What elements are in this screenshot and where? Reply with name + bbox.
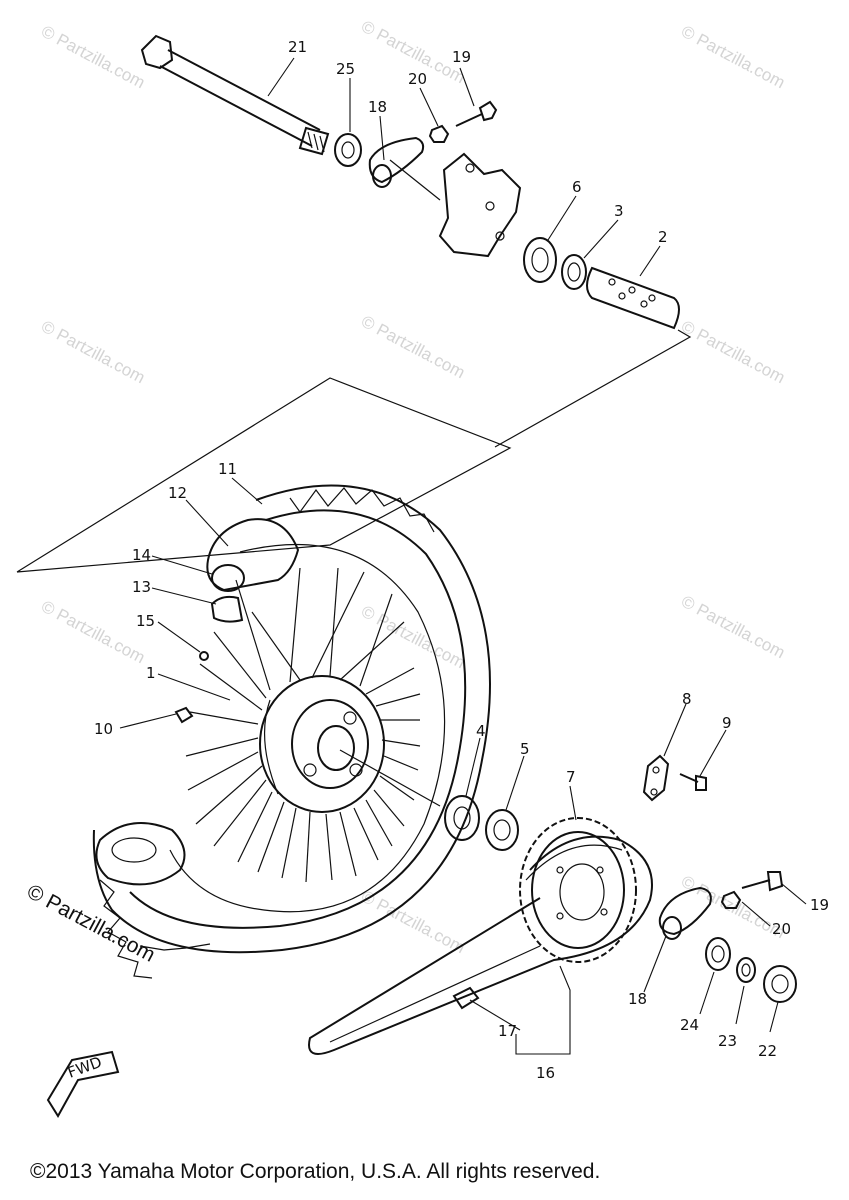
bolt-lower bbox=[741, 871, 784, 892]
callout-11: 11 bbox=[218, 460, 237, 478]
joint-plate bbox=[642, 754, 670, 802]
collar-lower bbox=[705, 937, 731, 971]
leader-lines bbox=[119, 57, 807, 1055]
callout-13: 13 bbox=[132, 578, 151, 596]
watermark: © Partzilla.com bbox=[678, 592, 788, 663]
callout-22: 22 bbox=[758, 1042, 777, 1060]
chain-puller-lower bbox=[658, 886, 712, 940]
callout-15: 15 bbox=[136, 612, 155, 630]
spokes bbox=[185, 567, 421, 883]
callout-21: 21 bbox=[288, 38, 307, 56]
bolt-plate bbox=[679, 773, 707, 791]
master-link bbox=[452, 986, 480, 1010]
axle bbox=[140, 34, 330, 156]
bearing-upper bbox=[523, 237, 557, 283]
washer-lower bbox=[736, 957, 756, 983]
callout-8: 8 bbox=[682, 690, 692, 708]
callout-25: 25 bbox=[336, 60, 355, 78]
spacer bbox=[586, 266, 680, 330]
copyright-notice: ©2013 Yamaha Motor Corporation, U.S.A. A… bbox=[30, 1160, 601, 1183]
collar bbox=[334, 133, 362, 167]
watermark: © Partzilla.com bbox=[678, 22, 788, 93]
callout-18-lower: 18 bbox=[628, 990, 647, 1008]
axis-line bbox=[339, 749, 441, 807]
callout-23: 23 bbox=[718, 1032, 737, 1050]
callout-17: 17 bbox=[498, 1022, 517, 1040]
callout-19: 19 bbox=[452, 48, 471, 66]
callout-12: 12 bbox=[168, 484, 187, 502]
rear-wheel bbox=[92, 484, 491, 979]
watermark: © Partzilla.com bbox=[38, 597, 148, 668]
watermark: © Partzilla.com bbox=[678, 317, 788, 388]
callout-16: 16 bbox=[536, 1064, 555, 1082]
watermark: © Partzilla.com bbox=[358, 602, 468, 673]
nut-lower bbox=[720, 890, 742, 909]
callout-18: 18 bbox=[368, 98, 387, 116]
callout-4: 4 bbox=[476, 722, 486, 740]
brake-bracket bbox=[438, 152, 522, 258]
bearing-lower bbox=[444, 795, 480, 841]
watermark: © Partzilla.com bbox=[358, 312, 468, 383]
drive-chain bbox=[308, 835, 653, 1055]
watermark: © Partzilla.com bbox=[38, 317, 148, 388]
callout-1: 1 bbox=[146, 664, 156, 682]
callout-5: 5 bbox=[520, 740, 530, 758]
callout-7: 7 bbox=[566, 768, 576, 786]
bolt-upper bbox=[455, 100, 498, 127]
forward-arrow: FWD bbox=[46, 1050, 120, 1118]
callout-19-lower: 19 bbox=[810, 896, 829, 914]
callout-3: 3 bbox=[614, 202, 624, 220]
alignment-lines bbox=[16, 159, 692, 573]
rear-sprocket bbox=[519, 817, 637, 963]
callout-2: 2 bbox=[658, 228, 668, 246]
chain-puller-upper bbox=[368, 136, 425, 188]
watermark: © Partzilla.com bbox=[38, 22, 148, 93]
axle-nut bbox=[763, 965, 797, 1003]
oil-seal-lower bbox=[485, 809, 519, 851]
watermark-layer: © Partzilla.com © Partzilla.com © Partzi… bbox=[38, 17, 788, 958]
callout-labels: 21 25 20 19 18 6 3 2 11 12 14 13 15 1 10… bbox=[94, 38, 829, 1082]
callout-6: 6 bbox=[572, 178, 582, 196]
oil-seal bbox=[561, 254, 587, 290]
callout-9: 9 bbox=[722, 714, 732, 732]
callout-10: 10 bbox=[94, 720, 113, 738]
callout-14: 14 bbox=[132, 546, 151, 564]
callout-20: 20 bbox=[408, 70, 427, 88]
callout-20-lower: 20 bbox=[772, 920, 791, 938]
fwd-label: FWD bbox=[65, 1053, 104, 1082]
callout-24: 24 bbox=[680, 1016, 699, 1034]
nut-upper bbox=[428, 124, 450, 143]
